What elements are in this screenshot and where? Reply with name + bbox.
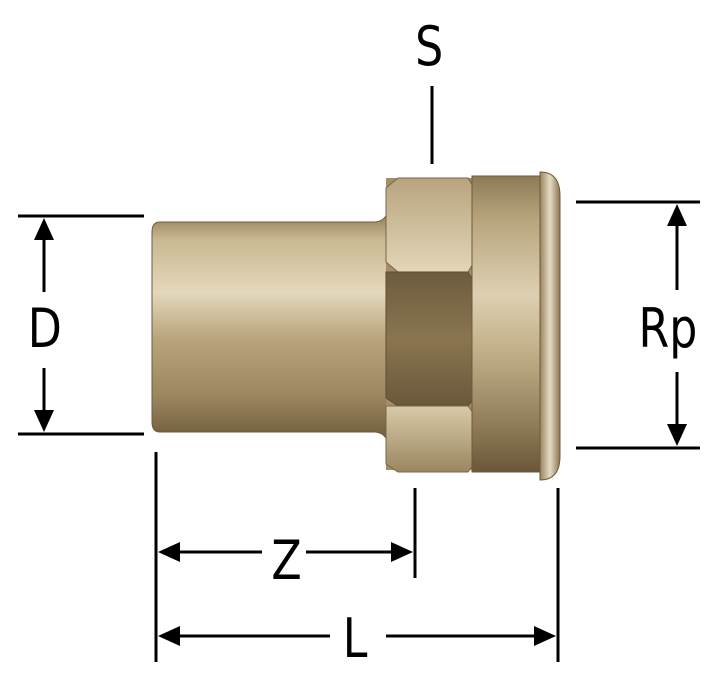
pipe-spigot: [151, 211, 389, 443]
dimension-lines: [18, 86, 700, 662]
l-arrow-left: [158, 626, 180, 646]
l-arrow-right: [534, 626, 556, 646]
z-arrow-left: [158, 542, 180, 562]
rp-arrow-up: [667, 204, 687, 226]
dimension-label-rp: Rp: [638, 297, 698, 360]
arrowheads: [34, 204, 687, 646]
d-arrow-down: [34, 410, 54, 432]
dimension-label-d: D: [27, 297, 62, 360]
dimension-label-z: Z: [271, 529, 302, 592]
z-arrow-right: [391, 542, 413, 562]
hex-nut: [385, 177, 475, 473]
dimension-label-s: S: [415, 15, 444, 78]
rp-arrow-down: [667, 424, 687, 446]
press-body: [471, 171, 561, 481]
d-arrow-up: [34, 218, 54, 240]
dimension-label-l: L: [342, 607, 368, 670]
